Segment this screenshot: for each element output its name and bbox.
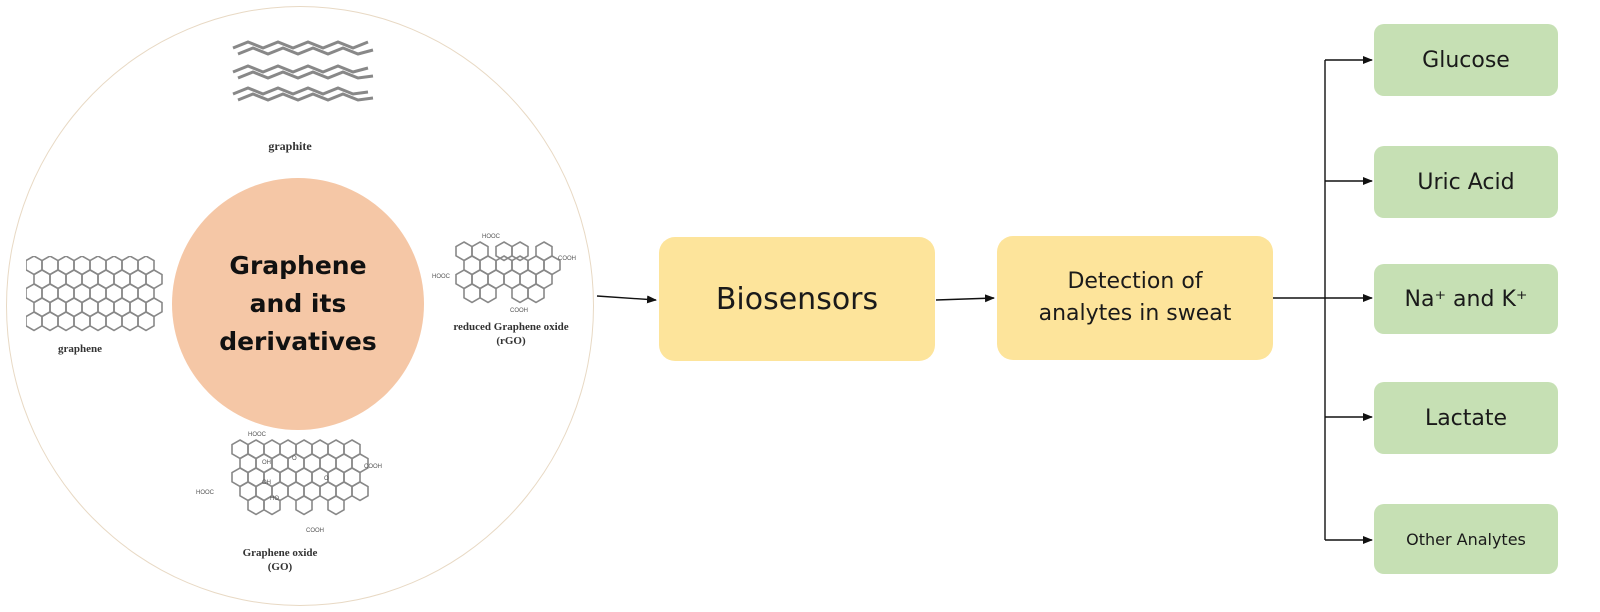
svg-text:O: O <box>324 476 329 482</box>
graphene-label: graphene <box>58 343 102 355</box>
go-label: Graphene oxide (GO) <box>242 547 318 573</box>
svg-text:OH: OH <box>262 480 271 486</box>
biosensors-node: Biosensors <box>659 237 935 361</box>
analyte-label: Glucose <box>1422 47 1510 73</box>
graphite-structure-icon <box>232 40 374 102</box>
svg-text:COOH: COOH <box>306 528 324 534</box>
rgo-structure-icon: HOOC HOOC COOH COOH <box>432 234 576 314</box>
detection-node: Detection of analytes in sweat <box>997 236 1273 360</box>
svg-text:HOOC: HOOC <box>196 490 215 496</box>
analyte-label: Lactate <box>1424 405 1508 431</box>
derivatives-ring <box>6 6 594 606</box>
arrow-to-biosensors <box>596 295 657 304</box>
svg-text:COOH: COOH <box>510 308 528 314</box>
analyte-other: Other Analytes <box>1374 504 1558 574</box>
analyte-label: Na⁺ and K⁺ <box>1404 286 1528 312</box>
analyte-label: Other Analytes <box>1406 529 1526 549</box>
svg-text:HO: HO <box>270 496 279 502</box>
analyte-na-k: Na⁺ and K⁺ <box>1374 264 1558 334</box>
rgo-label: reduced Graphene oxide (rGO) <box>453 321 569 347</box>
svg-text:COOH: COOH <box>364 464 382 470</box>
arrow-to-detection <box>935 294 995 303</box>
analyte-lactate: Lactate <box>1374 382 1558 454</box>
analyte-glucose: Glucose <box>1374 24 1558 96</box>
graphene-derivatives-node: Graphene and its derivatives <box>172 178 424 430</box>
svg-text:HOOC: HOOC <box>432 274 451 280</box>
graphite-label: graphite <box>268 139 312 153</box>
svg-text:OH: OH <box>262 460 271 466</box>
center-label: Graphene and its derivatives <box>219 251 377 356</box>
svg-text:COOH: COOH <box>558 256 576 262</box>
analyte-uric-acid: Uric Acid <box>1374 146 1558 218</box>
svg-text:O: O <box>292 456 297 462</box>
detection-label: Detection of analytes in sweat <box>1038 269 1232 326</box>
svg-text:HOOC: HOOC <box>248 432 267 438</box>
analyte-label: Uric Acid <box>1417 169 1515 195</box>
go-structure-icon: HOOC HOOC COOH COOH OH OH HO O O <box>196 432 382 534</box>
biosensors-label: Biosensors <box>715 281 879 317</box>
svg-text:HOOC: HOOC <box>482 234 501 240</box>
